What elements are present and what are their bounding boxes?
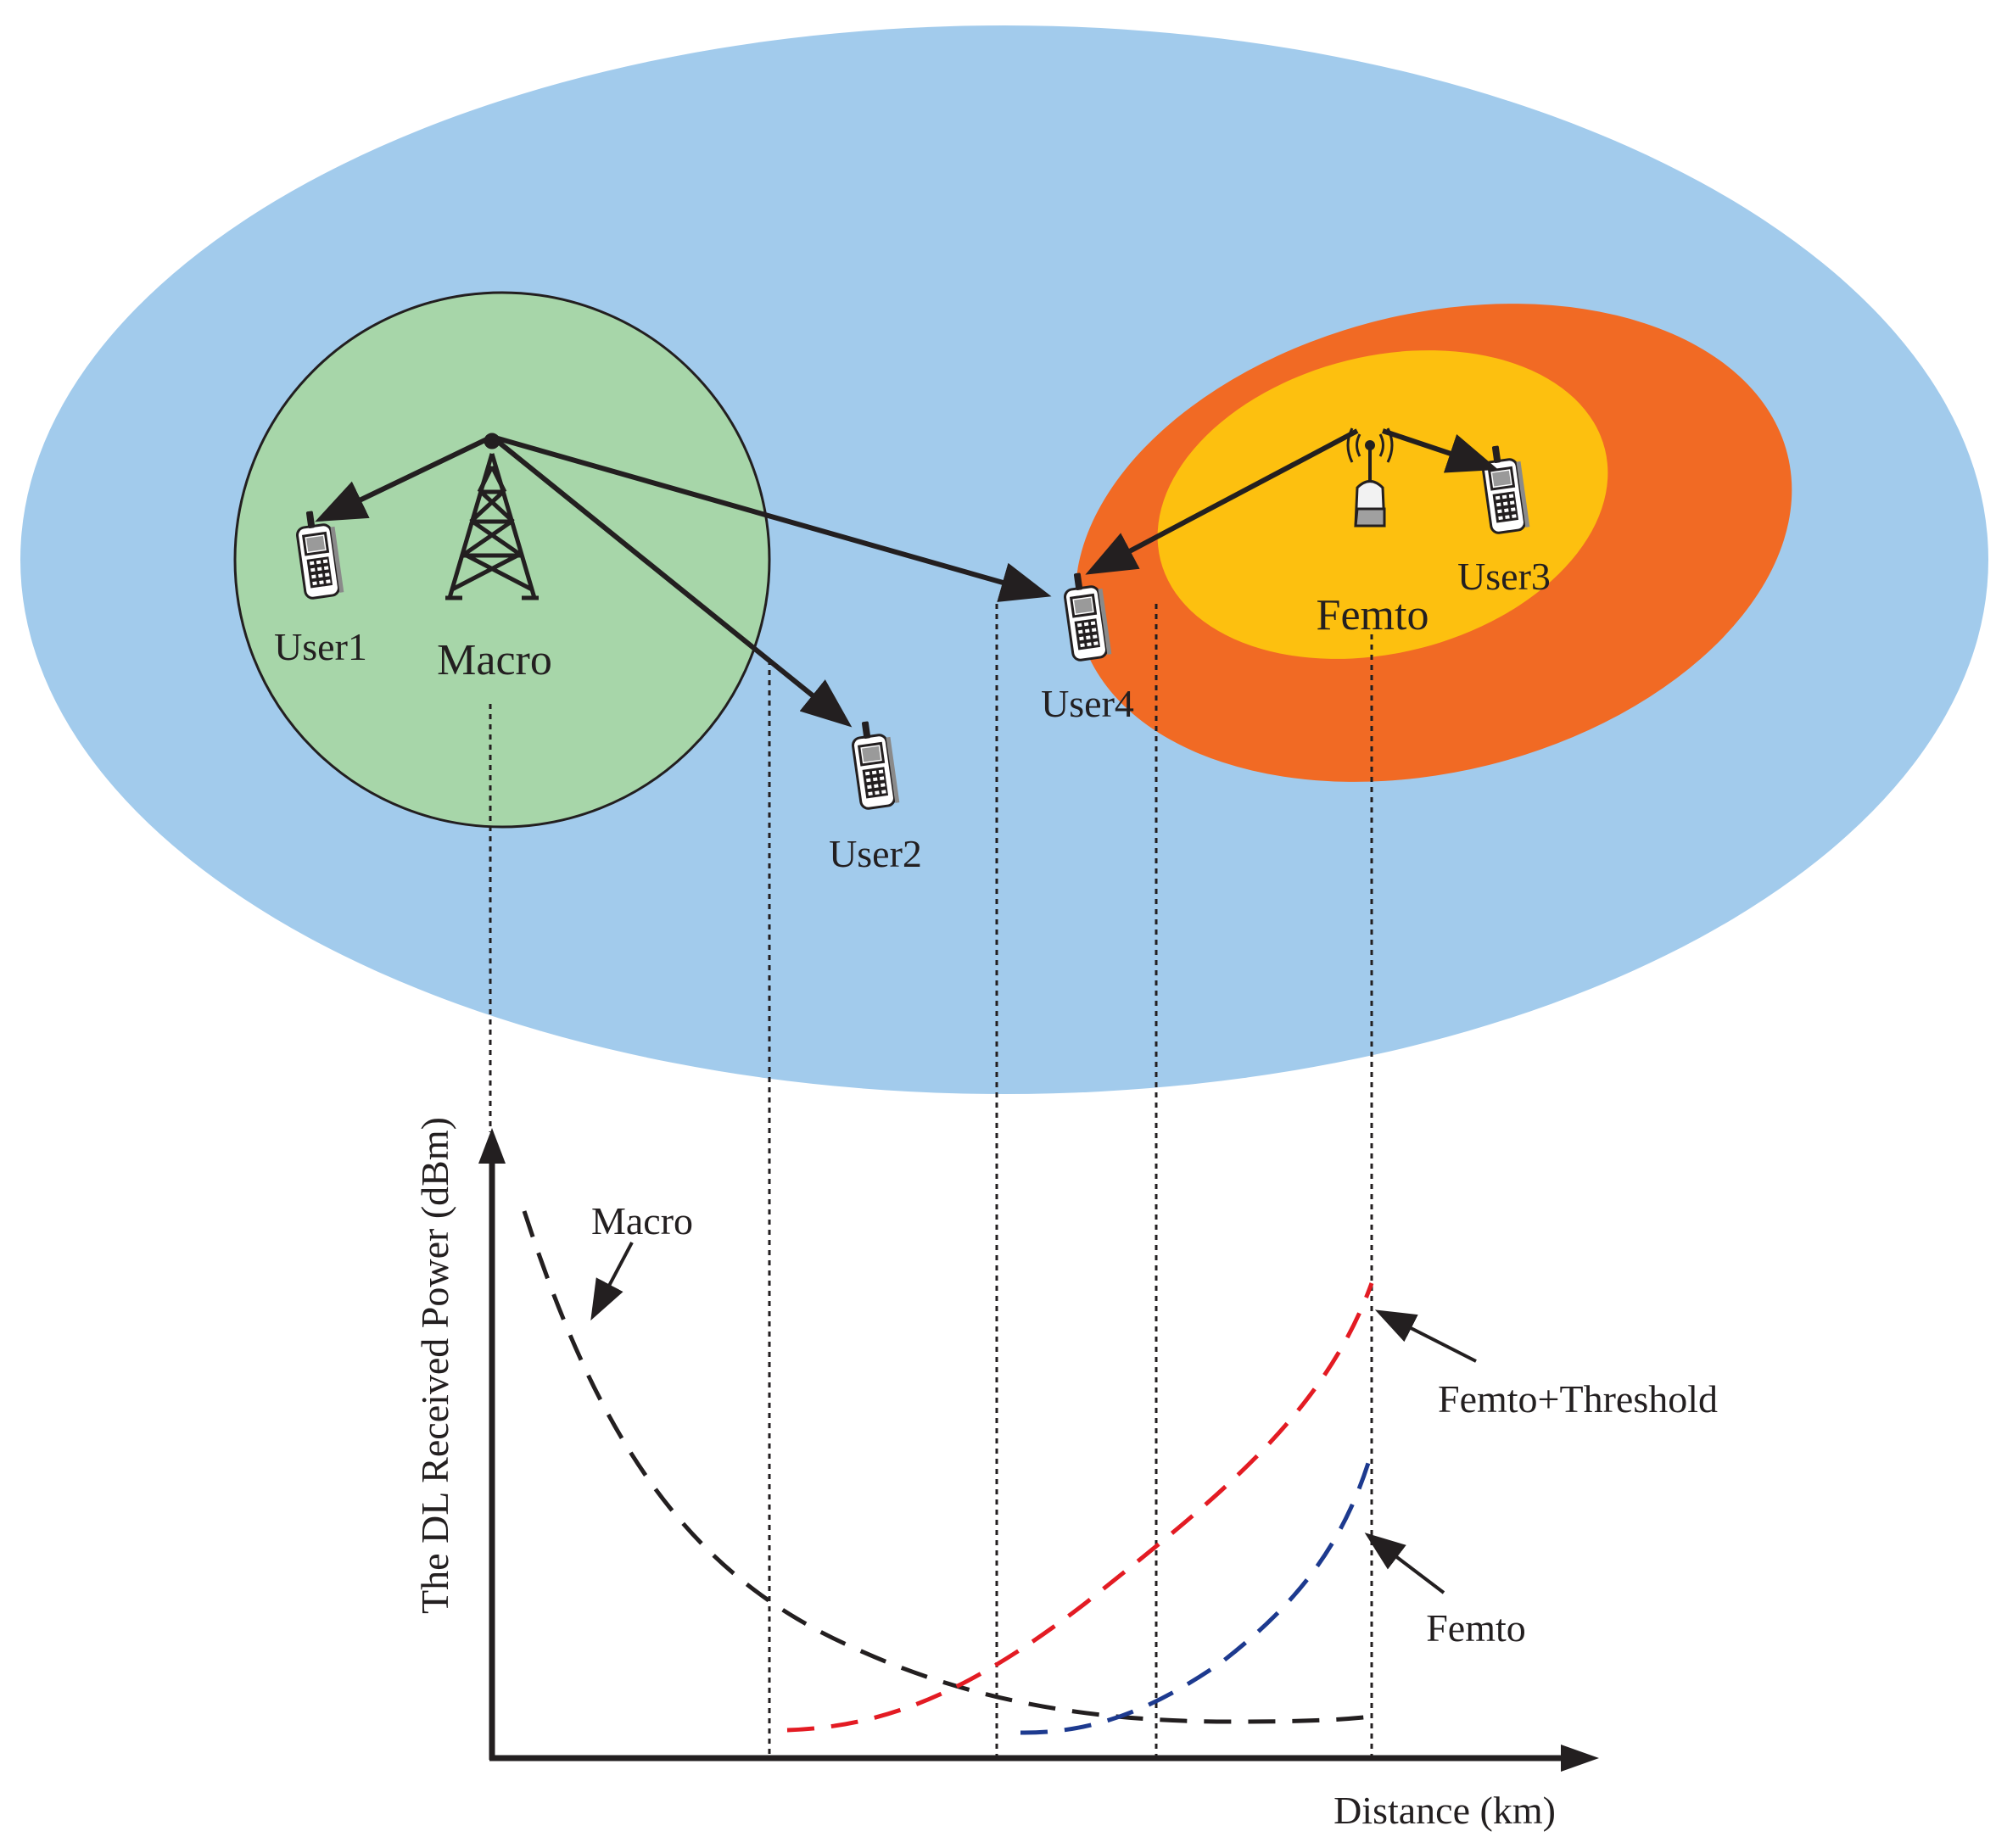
femto-threshold-annotation-arrow bbox=[1374, 1309, 1477, 1363]
link-macro-user1 bbox=[315, 434, 494, 522]
link-femto-user4 bbox=[1085, 428, 1359, 575]
y-axis-arrowhead bbox=[478, 1128, 506, 1164]
user4-label: User4 bbox=[1041, 682, 1134, 725]
macro-station-label: Macro bbox=[437, 636, 552, 684]
link-femto-user3 bbox=[1382, 428, 1499, 473]
femto-annotation-arrow bbox=[1364, 1533, 1445, 1594]
femto-threshold-curve-label: Femto+Threshold bbox=[1438, 1377, 1718, 1421]
cell-tower-icon bbox=[445, 433, 539, 600]
x-axis-arrowhead bbox=[1561, 1745, 1599, 1772]
femto-access-point-icon bbox=[1346, 427, 1394, 528]
femto-curve-label: Femto bbox=[1426, 1606, 1526, 1650]
plot-axes bbox=[478, 1128, 1599, 1772]
user2-label: User2 bbox=[829, 832, 922, 875]
macro-cell-zone bbox=[233, 291, 771, 829]
macro-curve-label: Macro bbox=[591, 1199, 693, 1242]
femto-station-label: Femto bbox=[1317, 591, 1429, 639]
user1-label: User1 bbox=[274, 625, 367, 668]
femto-threshold-power-curve bbox=[786, 1282, 1374, 1733]
y-axis-label: The DL Received Power (dBm) bbox=[413, 1117, 456, 1614]
user3-label: User3 bbox=[1457, 555, 1551, 598]
macro-power-curve bbox=[522, 1210, 1373, 1724]
macro-annotation-arrow bbox=[590, 1242, 634, 1321]
link-macro-user4 bbox=[491, 434, 1052, 602]
femto-power-curve bbox=[1020, 1451, 1374, 1735]
x-axis-label: Distance (km) bbox=[1333, 1789, 1556, 1832]
link-macro-user2 bbox=[490, 434, 853, 728]
